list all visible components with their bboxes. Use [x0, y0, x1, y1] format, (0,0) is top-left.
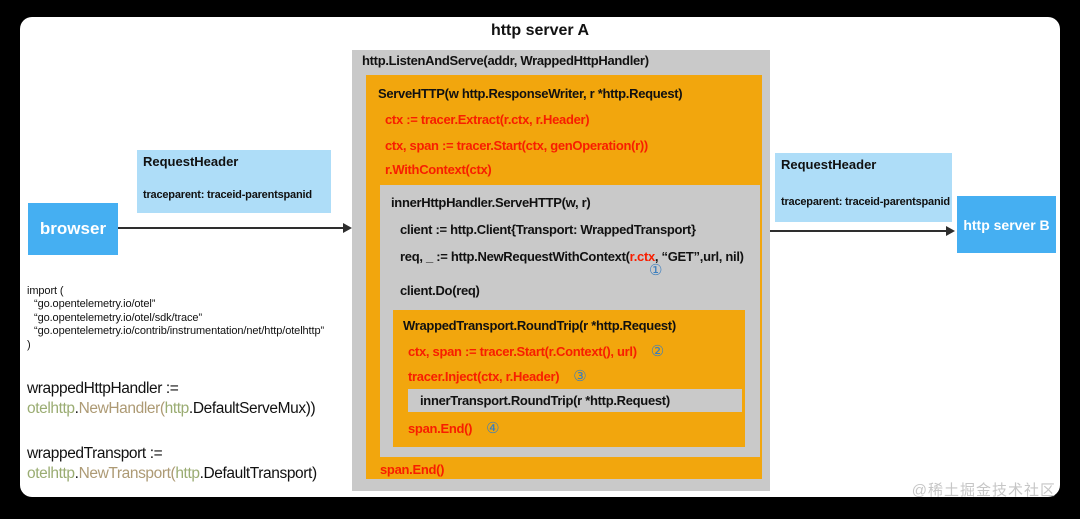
traceparent-right: traceparent: traceid-parentspanid	[781, 196, 950, 208]
request-header-left-title: RequestHeader	[143, 154, 239, 169]
arrow-browser-to-server	[118, 227, 346, 229]
start-span-line: ctx, span := tracer.Start(ctx, genOperat…	[385, 138, 648, 153]
watermark: @稀土掘金技术社区	[911, 482, 1056, 499]
request-header-box-right: RequestHeader traceparent: traceid-paren…	[775, 153, 952, 222]
server-b-label: http server B	[963, 216, 1050, 233]
arrow-server-a-to-b	[770, 230, 948, 232]
client-line: client := http.Client{Transport: Wrapped…	[400, 222, 696, 237]
wrapped-transport-code: wrappedTransport := otelhttp.NewTranspor…	[27, 444, 317, 484]
import-line: “go.opentelemetry.io/contrib/instrumenta…	[34, 325, 325, 338]
client-do-line: client.Do(req)	[400, 283, 480, 298]
page-title: http server A	[490, 22, 590, 39]
marker-1: ①	[649, 262, 663, 279]
request-header-right-title: RequestHeader	[781, 157, 877, 172]
import-line: )	[27, 338, 31, 351]
extract-line: ctx := tracer.Extract(r.ctx, r.Header)	[385, 112, 590, 127]
server-b-node: http server B	[957, 196, 1056, 253]
inner-transport-box	[408, 389, 742, 412]
browser-label: browser	[39, 219, 107, 238]
wrapped-handler-lhs: wrappedHttpHandler :=	[27, 380, 179, 397]
wrapped-transport-rhs: otelhttp.NewTransport(http.DefaultTransp…	[27, 465, 317, 482]
wrapped-handler-rhs: otelhttp.NewHandler(http.DefaultServeMux…	[27, 400, 316, 417]
inner-handler-title: innerHttpHandler.ServeHTTP(w, r)	[391, 195, 591, 210]
inject-line: tracer.Inject(ctx, r.Header)③	[408, 368, 587, 385]
import-line: import (	[27, 285, 64, 297]
serve-span-end-line: span.End()	[380, 462, 445, 477]
arrow-browser-head-icon	[343, 223, 352, 233]
inner-transport-title: innerTransport.RoundTrip(r *http.Request…	[420, 393, 670, 408]
traceparent-left: traceparent: traceid-parentspanid	[143, 189, 312, 201]
wrapped-transport-title: WrappedTransport.RoundTrip(r *http.Reque…	[403, 318, 676, 333]
wrapped-transport-lhs: wrappedTransport :=	[27, 445, 163, 462]
serve-http-title: ServeHTTP(w http.ResponseWriter, r *http…	[378, 86, 683, 101]
wrapped-transport-box	[393, 310, 745, 447]
wrapped-handler-code: wrappedHttpHandler := otelhttp.NewHandle…	[27, 379, 316, 419]
transport-start-line: ctx, span := tracer.Start(r.Context(), u…	[408, 343, 664, 360]
with-context-line: r.WithContext(ctx)	[385, 162, 492, 177]
req-line: req, _ := http.NewRequestWithContext(r.c…	[400, 249, 744, 264]
import-line: “go.opentelemetry.io/otel/sdk/trace”	[34, 311, 203, 324]
transport-span-end-line: span.End()④	[408, 420, 500, 437]
marker-2: ②	[650, 343, 664, 360]
listen-header: http.ListenAndServe(addr, WrappedHttpHan…	[362, 53, 649, 68]
import-block: import ( “go.opentelemetry.io/otel” “go.…	[27, 285, 324, 352]
marker-3: ③	[573, 368, 587, 385]
marker-4: ④	[486, 420, 500, 437]
import-line: “go.opentelemetry.io/otel”	[34, 298, 156, 311]
request-header-box-left: RequestHeader traceparent: traceid-paren…	[137, 150, 331, 213]
arrow-server-b-head-icon	[946, 226, 955, 236]
browser-node: browser	[28, 203, 118, 255]
